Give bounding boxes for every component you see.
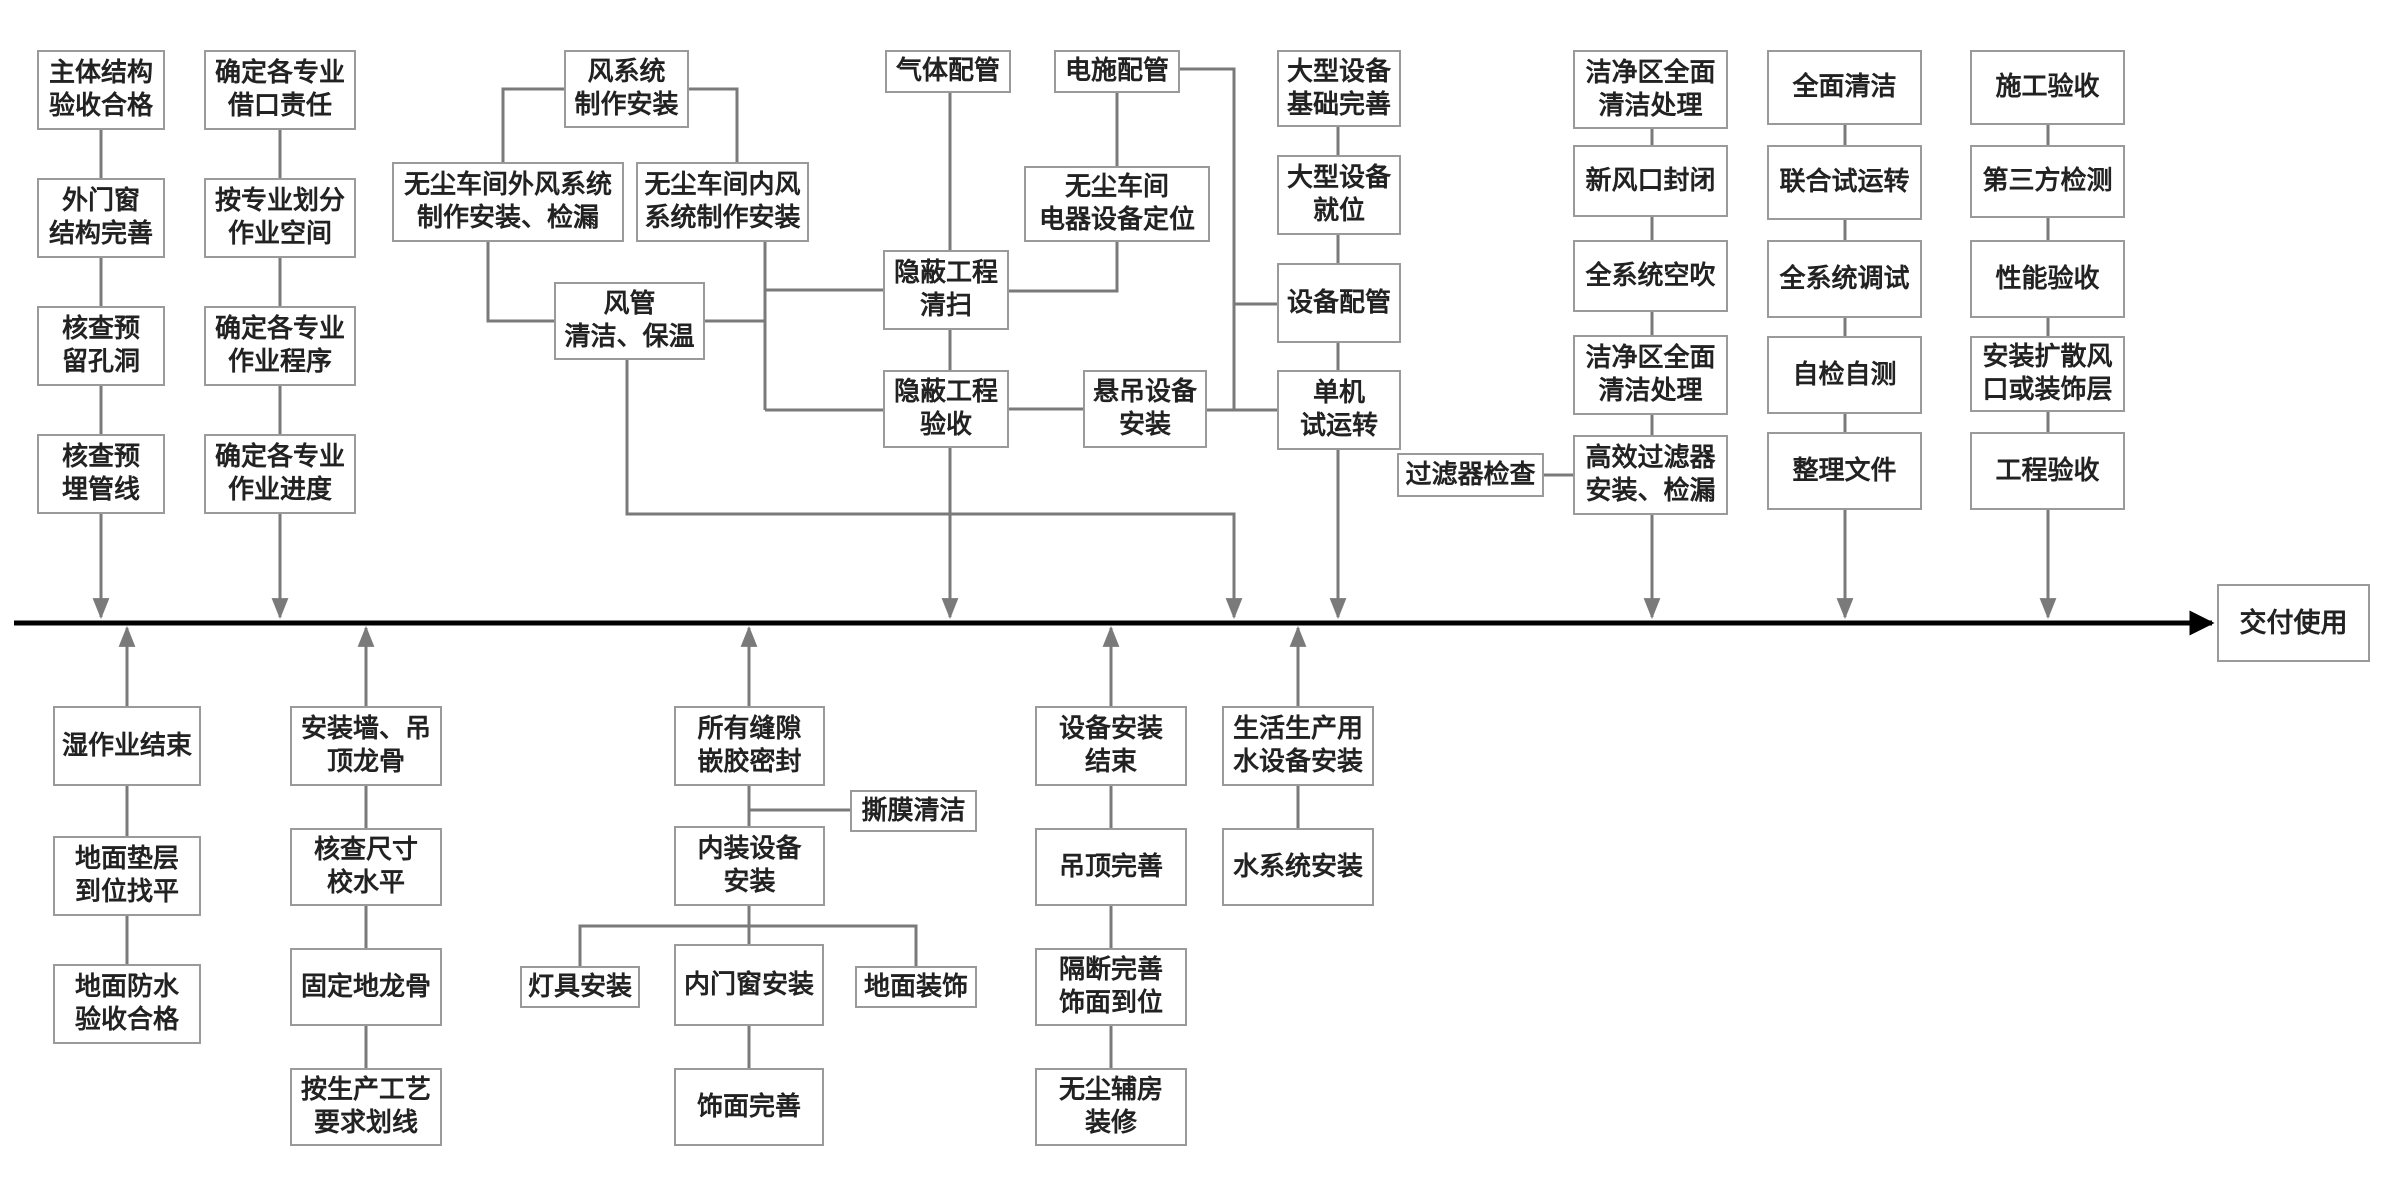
node-clean-area-cleaning-1: 洁净区全面 清洁处理 <box>1573 50 1728 129</box>
node-equipment-install-finished: 设备安装 结束 <box>1035 706 1187 786</box>
node-full-cleaning: 全面清洁 <box>1767 50 1922 125</box>
node-floor-cushion: 地面垫层 到位找平 <box>53 836 201 916</box>
node-floor-decoration: 地面装饰 <box>855 966 977 1008</box>
connector <box>689 87 739 162</box>
connector <box>486 242 554 323</box>
node-suspended-equipment: 悬吊设备 安装 <box>1083 370 1207 448</box>
node-water-equipment-install: 生活生产用 水设备安装 <box>1222 706 1374 786</box>
node-water-system-install: 水系统安装 <box>1222 828 1374 906</box>
node-wet-work-finished: 湿作业结束 <box>53 706 201 786</box>
connector <box>1009 242 1119 293</box>
node-interface-responsibility: 确定各专业 借口责任 <box>204 50 356 130</box>
node-delivery: 交付使用 <box>2217 584 2370 662</box>
node-check-embedded-pipes: 核查预 埋管线 <box>37 434 165 514</box>
node-large-equipment-foundation: 大型设备 基础完善 <box>1277 50 1401 127</box>
node-film-removal-cleaning: 撕膜清洁 <box>850 790 977 832</box>
node-performance-acceptance: 性能验收 <box>1970 240 2125 318</box>
node-check-reserved-holes: 核查预 留孔洞 <box>37 306 165 386</box>
node-joint-test-run: 联合试运转 <box>1767 145 1922 220</box>
node-fresh-air-sealing: 新风口封闭 <box>1573 145 1728 217</box>
node-auxiliary-room-decoration: 无尘辅房 装修 <box>1035 1068 1187 1146</box>
node-project-acceptance: 工程验收 <box>1970 432 2125 510</box>
node-concealed-cleaning: 隐蔽工程 清扫 <box>883 250 1009 330</box>
node-outer-air-system: 无尘车间外风系统 制作安装、检漏 <box>392 162 624 242</box>
node-system-air-blow: 全系统空吹 <box>1573 240 1728 312</box>
node-diffuser-install: 安装扩散风 口或装饰层 <box>1970 336 2125 412</box>
node-surface-finishing: 饰面完善 <box>674 1068 824 1146</box>
node-construction-acceptance: 施工验收 <box>1970 50 2125 125</box>
node-air-system-install: 风系统 制作安装 <box>564 50 689 128</box>
node-self-inspection: 自检自测 <box>1767 336 1922 414</box>
node-wall-ceiling-keel: 安装墙、吊 顶龙骨 <box>290 706 442 786</box>
node-inner-door-window-install: 内门窗安装 <box>674 944 824 1026</box>
node-inner-air-system: 无尘车间内风 系统制作安装 <box>636 162 809 242</box>
node-fix-floor-keel: 固定地龙骨 <box>290 948 442 1026</box>
node-gas-piping: 气体配管 <box>885 50 1011 93</box>
node-work-procedure: 确定各专业 作业程序 <box>204 306 356 386</box>
arrow <box>625 360 1243 620</box>
connector <box>1179 67 1236 410</box>
node-gap-sealing: 所有缝隙 嵌胶密封 <box>674 706 825 786</box>
node-single-test-run: 单机 试运转 <box>1277 370 1401 450</box>
node-check-size-level: 核查尺寸 校水平 <box>290 828 442 906</box>
node-electrical-piping: 电施配管 <box>1054 50 1180 93</box>
node-lighting-install: 灯具安装 <box>520 966 640 1008</box>
connector <box>501 87 564 162</box>
node-filter-inspection: 过滤器检查 <box>1397 453 1544 497</box>
node-large-equipment-placement: 大型设备 就位 <box>1277 155 1401 235</box>
node-system-debugging: 全系统调试 <box>1767 240 1922 318</box>
node-work-schedule: 确定各专业 作业进度 <box>204 434 356 514</box>
node-partition-finishing: 隔断完善 饰面到位 <box>1035 948 1187 1026</box>
node-main-structure-accepted: 主体结构 验收合格 <box>37 50 165 130</box>
node-external-windows: 外门窗 结构完善 <box>37 178 165 258</box>
node-third-party-testing: 第三方检测 <box>1970 145 2125 218</box>
node-work-space: 按专业划分 作业空间 <box>204 178 356 258</box>
node-equipment-piping: 设备配管 <box>1277 263 1401 343</box>
node-clean-area-cleaning-2: 洁净区全面 清洁处理 <box>1573 335 1728 415</box>
node-duct-cleaning: 风管 清洁、保温 <box>554 282 705 360</box>
node-interior-equipment-install: 内装设备 安装 <box>674 826 825 906</box>
node-floor-waterproof: 地面防水 验收合格 <box>53 964 201 1044</box>
node-electrical-positioning: 无尘车间 电器设备定位 <box>1024 166 1210 242</box>
node-concealed-acceptance: 隐蔽工程 验收 <box>883 370 1009 448</box>
node-hepa-filter-install: 高效过滤器 安装、检漏 <box>1573 435 1728 515</box>
node-process-marking: 按生产工艺 要求划线 <box>290 1068 442 1146</box>
node-ceiling-finishing: 吊顶完善 <box>1035 828 1187 906</box>
node-organize-documents: 整理文件 <box>1767 432 1922 510</box>
